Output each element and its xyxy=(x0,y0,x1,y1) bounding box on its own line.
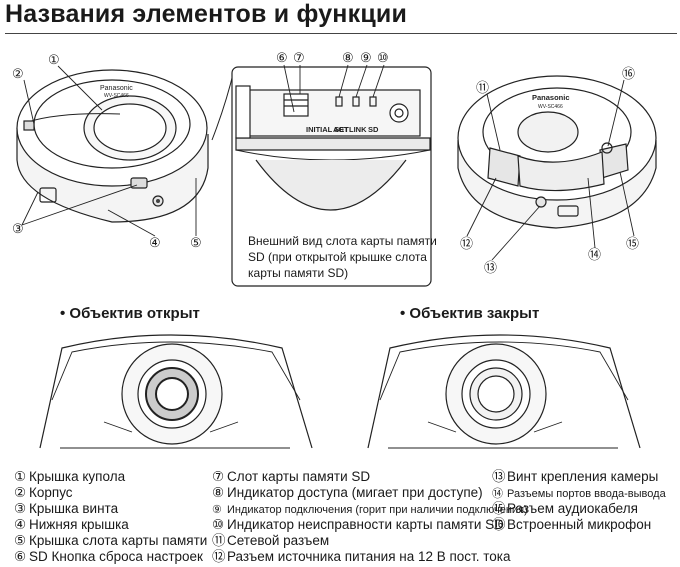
camera-diagram: Panasonic WV-SC466 INITIAL SET ACT LINK … xyxy=(12,50,657,449)
callout-15: ⑮ xyxy=(626,236,639,251)
callout-12: ⑫ xyxy=(460,236,473,251)
sd-caption-line-3: карты памяти SD) xyxy=(248,266,348,280)
sd-initial-set-label: INITIAL SET xyxy=(306,125,349,134)
callout-6: ⑥ xyxy=(276,50,288,65)
camera-brand-right: Panasonic xyxy=(532,93,570,102)
title-divider xyxy=(5,33,677,34)
callout-2: ② xyxy=(12,66,24,81)
sd-caption-line-1: Внешний вид слота карты памяти xyxy=(248,234,437,248)
page-title: Названия элементов и функции xyxy=(5,0,408,28)
callout-3: ③ xyxy=(12,221,24,236)
callout-8: ⑧ xyxy=(342,50,354,65)
sd-caption-line-2: SD (при открытой крышке слота xyxy=(248,250,427,264)
callout-14: ⑭ xyxy=(588,247,601,262)
callout-1: ① xyxy=(48,52,60,67)
sd-slot-inset: INITIAL SET ACT LINK SD Внешний вид слот… xyxy=(211,66,437,287)
camera-right-illustration: Panasonic WV-SC466 xyxy=(457,75,657,229)
sd-act-label: ACT xyxy=(333,125,349,134)
camera-model-left: WV-SC466 xyxy=(104,93,129,99)
sd-link-label: LINK xyxy=(349,125,367,134)
lens-open-illustration xyxy=(39,334,313,449)
lens-open-label: • Объектив открыт xyxy=(60,305,200,322)
callout-4: ④ xyxy=(149,235,161,250)
callout-11: ⑪ xyxy=(476,80,489,95)
callout-7: ⑦ xyxy=(293,50,305,65)
callout-16: ⑯ xyxy=(622,66,635,81)
callout-10: ⑩ xyxy=(377,50,389,65)
callout-5: ⑤ xyxy=(190,235,202,250)
sd-sd-label: SD xyxy=(368,125,379,134)
camera-brand-left: Panasonic xyxy=(100,85,133,92)
camera-left-illustration: Panasonic WV-SC466 xyxy=(16,69,209,223)
callout-9: ⑨ xyxy=(360,50,372,65)
callout-numbers: ① ② ③ ④ ⑤ ⑥ ⑦ ⑧ ⑨ ⑩ ⑪ ⑯ ⑫ ⑬ ⑭ ⑮ xyxy=(12,50,639,275)
camera-model-right: WV-SC466 xyxy=(538,104,563,110)
lens-closed-label: • Объектив закрыт xyxy=(400,305,540,322)
leader-lines xyxy=(21,64,635,261)
lens-closed-illustration xyxy=(367,334,641,449)
callout-13: ⑬ xyxy=(484,260,497,275)
